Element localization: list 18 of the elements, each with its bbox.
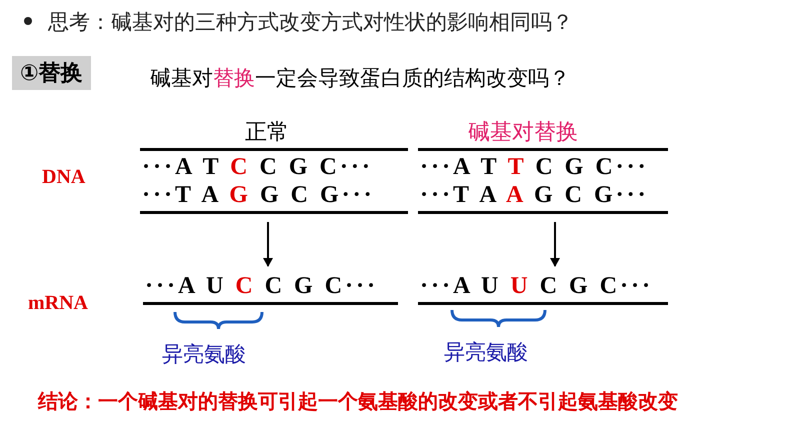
conclusion-text: 结论：一个碱基对的替换可引起一个氨基酸的改变或者不引起氨基酸改变 [38,388,678,415]
column-heading: 正常 [245,119,289,147]
amino-acid-label: 异亮氨酸 [444,339,528,366]
base-sequence: ···T A A G C G··· [420,181,650,209]
base-sequence: ···A T T C G C··· [420,153,650,181]
section-tag: ①替换 [12,56,91,90]
base-sequence: ···A U U C G C··· [420,272,654,300]
base-sequence: ···A U C C G C··· [145,272,380,300]
column-heading: 碱基对替换 [468,119,578,147]
strand-label: DNA [42,166,86,189]
amino-acid-label: 异亮氨酸 [162,341,246,368]
question-text: 碱基对替换一定会导致蛋白质的结构改变吗？ [150,65,570,92]
bullet-question: 思考：碱基对的三种方式改变方式对性状的影响相同吗？ [48,9,573,36]
arrow [263,222,273,267]
strand-label: mRNA [28,292,88,315]
base-sequence: ···A T C C G C··· [142,153,374,181]
arrow [550,222,560,267]
base-sequence: ···T A G G C G··· [142,181,376,209]
